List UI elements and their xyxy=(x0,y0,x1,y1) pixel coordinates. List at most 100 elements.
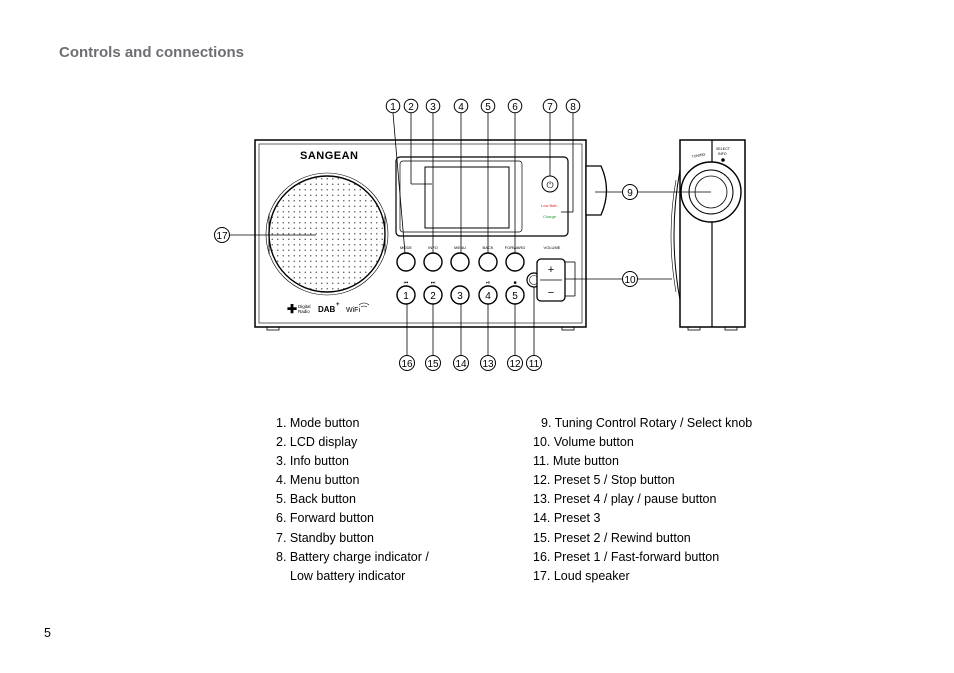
legend-item: 10. Volume button xyxy=(533,435,634,450)
callout-9-marker xyxy=(622,184,638,200)
foot-left xyxy=(266,326,280,331)
play-pause-icon: ⏯ xyxy=(486,280,490,286)
info-button[interactable] xyxy=(423,252,443,272)
callout-13-marker xyxy=(480,355,496,371)
legend-item: 8. Battery charge indicator / xyxy=(276,549,429,564)
label-mode: MODE xyxy=(400,245,412,250)
callout-16: 16 xyxy=(401,359,413,370)
digital-radio-logo: Digital xyxy=(298,304,311,309)
callout-14: 14 xyxy=(455,359,467,370)
low-batt-indicator: Low Batt. xyxy=(541,203,558,208)
menu-button[interactable] xyxy=(450,252,470,272)
callout-8-marker xyxy=(565,98,581,114)
side-select-icon xyxy=(721,158,725,162)
legend-item: 6. Forward button xyxy=(276,511,374,526)
callout-6: 6 xyxy=(512,102,518,113)
dab-logo: DAB xyxy=(318,305,336,314)
callout-15-marker xyxy=(425,355,441,371)
legend-item: 14. Preset 3 xyxy=(533,511,601,526)
back-button[interactable] xyxy=(478,252,498,272)
volume-minus-label: − xyxy=(548,287,554,299)
fast-forward-icon: ⏮ xyxy=(404,280,409,286)
callout-7-marker xyxy=(542,98,558,114)
callout-6-marker xyxy=(507,98,523,114)
preset-3-label: 3 xyxy=(457,291,463,302)
legend-item: 3. Info button xyxy=(276,454,349,469)
legend-item: 5. Back button xyxy=(276,492,356,507)
wifi-logo: WiFi xyxy=(346,307,360,314)
callout-5: 5 xyxy=(485,102,491,113)
callout-3-marker xyxy=(425,98,441,114)
legend-item: 4. Menu button xyxy=(276,473,360,488)
label-menu: MENU xyxy=(454,245,466,250)
callout-10-marker xyxy=(622,271,638,287)
digital-radio-logo-2: Radio xyxy=(298,309,310,314)
callout-3: 3 xyxy=(430,102,436,113)
radio-diagram: SANGEAN ⏻ Low Batt. Charge MODE INFO MEN… xyxy=(214,98,746,371)
legend-item: 11. Mute button xyxy=(533,454,619,469)
dab-plus-icon: + xyxy=(336,302,340,308)
callout-15: 15 xyxy=(427,359,439,370)
callout-5-marker xyxy=(480,98,496,114)
callout-markers: 1 2 3 4 5 6 7 8 17 9 10 16 15 14 13 12 1… xyxy=(214,98,638,371)
radio-front-view: SANGEAN ⏻ Low Batt. Charge MODE INFO MEN… xyxy=(254,139,608,331)
page-title: Controls and connections xyxy=(59,44,245,61)
callout-2-marker xyxy=(403,98,419,114)
legend-item: 12. Preset 5 / Stop button xyxy=(533,473,675,488)
stop-icon: ■ xyxy=(513,280,516,286)
legend-item: 15. Preset 2 / Rewind button xyxy=(533,530,691,545)
legend-item: 2. LCD display xyxy=(276,435,358,450)
legend-item: Low battery indicator xyxy=(290,568,406,583)
callout-1: 1 xyxy=(390,102,396,113)
callout-1-marker xyxy=(385,98,401,114)
tuning-knob-stub xyxy=(585,165,608,216)
callout-2: 2 xyxy=(408,102,414,113)
lcd-display xyxy=(424,166,510,229)
callout-10: 10 xyxy=(624,275,636,286)
callout-17-marker xyxy=(214,227,230,243)
preset-5-label: 5 xyxy=(512,291,518,302)
page-number: 5 xyxy=(44,626,51,640)
callout-12: 12 xyxy=(509,359,521,370)
callout-lines xyxy=(230,112,711,356)
callout-11-marker xyxy=(526,355,542,371)
forward-button[interactable] xyxy=(505,252,525,272)
legend-item: 7. Standby button xyxy=(276,530,374,545)
loud-speaker xyxy=(268,175,386,293)
brand-logo: SANGEAN xyxy=(300,150,359,162)
foot-right xyxy=(561,326,575,331)
callout-13: 13 xyxy=(482,359,494,370)
charge-indicator: Charge xyxy=(543,214,557,219)
legend-item: 17. Loud speaker xyxy=(533,568,630,583)
callout-16-marker xyxy=(399,355,415,371)
preset-3-button[interactable] xyxy=(450,285,470,305)
wifi-icon xyxy=(358,302,370,308)
legend-right: 9. Tuning Control Rotary / Select knob 1… xyxy=(533,414,752,586)
radio-body-inner xyxy=(258,143,583,324)
preset-2-label: 2 xyxy=(430,291,436,302)
callout-12-marker xyxy=(507,355,523,371)
power-icon: ⏻ xyxy=(546,180,553,190)
callout-14-marker xyxy=(453,355,469,371)
legend-item: 1. Mode button xyxy=(276,416,360,430)
callout-8: 8 xyxy=(570,102,576,113)
preset-1-button[interactable] xyxy=(396,285,416,305)
side-tuning-label: TUNING xyxy=(691,152,706,159)
legend-left: 1. Mode button 2. LCD display 3. Info bu… xyxy=(276,414,429,586)
callout-7: 7 xyxy=(547,102,553,113)
callout-11: 11 xyxy=(529,359,540,370)
rewind-icon: ⏭ xyxy=(431,280,436,286)
legend-item: 13. Preset 4 / play / pause button xyxy=(533,492,717,507)
volume-plus-label: + xyxy=(548,264,554,276)
side-select-label: SELECT xyxy=(716,147,731,151)
preset-4-label: 4 xyxy=(485,291,491,302)
legend-item: 16. Preset 1 / Fast-forward button xyxy=(533,549,720,564)
callout-4-marker xyxy=(453,98,469,114)
digital-radio-plus-icon: ✚ xyxy=(287,302,297,316)
side-info-label: INFO xyxy=(718,152,727,156)
label-volume: VOLUME xyxy=(544,245,561,250)
legend-item: 9. Tuning Control Rotary / Select knob xyxy=(541,416,753,430)
callout-9: 9 xyxy=(627,188,633,199)
preset-1-label: 1 xyxy=(403,291,409,302)
mode-button[interactable] xyxy=(396,252,416,272)
